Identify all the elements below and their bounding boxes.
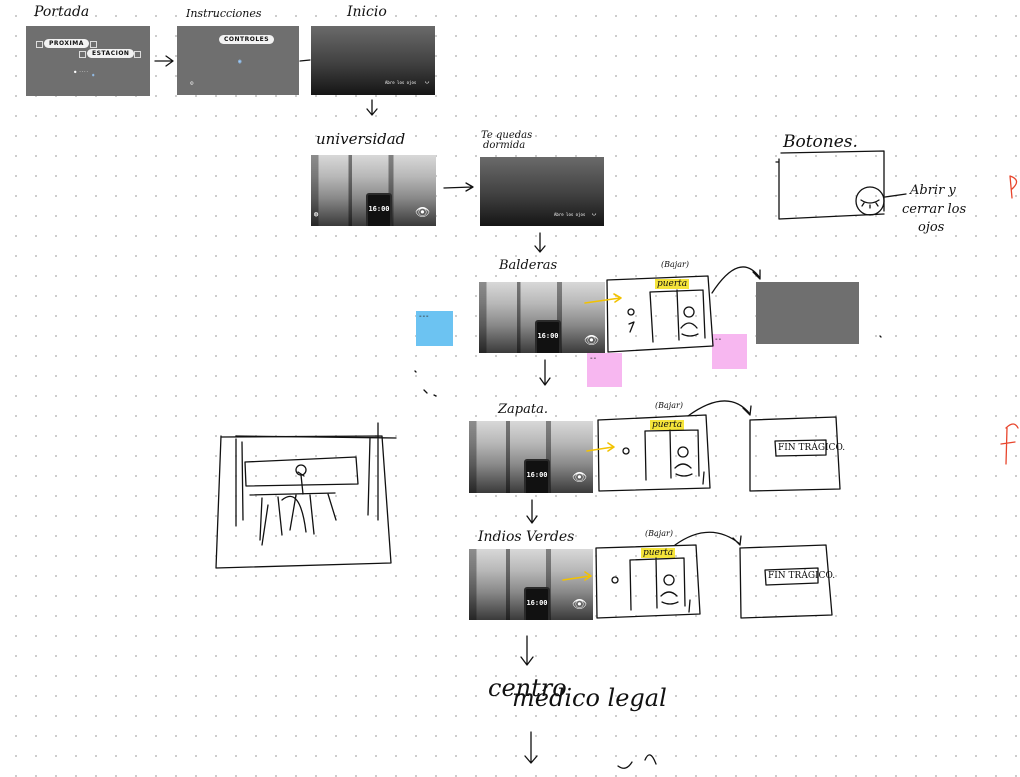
caption: Abre los ojos <box>385 80 417 85</box>
label-puerta-3: puerta <box>641 548 676 558</box>
dormida-frame[interactable]: Abre los ojos ◡ <box>480 157 604 226</box>
universidad-frame[interactable]: 16:00 👁 ◍ <box>311 155 436 226</box>
label-bajar-3: (Bajar) <box>645 529 673 538</box>
phone: 16:00 <box>366 193 392 226</box>
balderas-result-frame[interactable] <box>756 282 859 344</box>
eye-icon[interactable]: 👁 <box>584 333 600 347</box>
cursor-icon: ◉ <box>238 58 242 65</box>
label-cerrar: cerrar los <box>902 202 967 217</box>
label-balderas: Balderas <box>499 258 558 273</box>
label-ojos: ojos <box>918 220 945 235</box>
label-dormida: dormida <box>483 140 526 151</box>
label-inicio: Inicio <box>347 4 387 20</box>
caption: Abre los ojos <box>554 212 586 217</box>
sticky-note-blue: ≡ ≡ ≡ <box>416 311 453 346</box>
indios-verdes-frame[interactable]: 16:00 👁 <box>469 549 593 620</box>
label-te-quedas: Te quedas <box>481 130 533 141</box>
cursor-icon: ◉ <box>92 72 95 77</box>
phone-clock: 16:00 <box>537 332 559 340</box>
label-bajar-1: (Bajar) <box>661 260 689 269</box>
closed-eye-icon: ◡ <box>592 209 597 217</box>
label-instrucciones: Instrucciones <box>186 7 262 20</box>
eye-icon[interactable]: 👁 <box>415 205 431 219</box>
phone-clock: 16:00 <box>526 599 548 607</box>
label-portada: Portada <box>34 4 90 20</box>
label-fin-2: FIN TRÁGICO. <box>768 571 836 581</box>
label-universidad: universidad <box>316 130 406 148</box>
label-bajar-2: (Bajar) <box>655 401 683 410</box>
label-puerta-2: puerta <box>650 420 685 430</box>
menu-dots: ● ···· <box>74 69 89 74</box>
square-icon <box>36 41 43 48</box>
zapata-frame[interactable]: 16:00 👁 <box>469 421 593 493</box>
phone: 16:00 <box>524 587 550 620</box>
inicio-frame[interactable]: Abre los ojos ◡ <box>311 26 435 95</box>
closed-eye-icon: ◡ <box>425 77 430 85</box>
sticky-note-pink: ≡ ≡ <box>587 353 622 387</box>
square-icon <box>134 51 141 58</box>
estacion-pill: ESTACION <box>87 49 135 58</box>
label-indios-verdes: Indios Verdes <box>478 529 575 545</box>
square-icon <box>90 41 97 48</box>
controles-pill: CONTROLES <box>219 35 275 44</box>
label-puerta-1: puerta <box>655 279 690 289</box>
label-abrir: Abrir y <box>910 183 956 198</box>
balderas-frame[interactable]: 16:00 👁 <box>479 282 605 353</box>
sticky-note-pink: ≡ ≡ <box>712 334 747 369</box>
phone: 16:00 <box>535 320 561 353</box>
label-botones: Botones. <box>783 132 858 152</box>
proxima-pill: PROXIMA <box>44 39 89 48</box>
square-icon <box>79 51 86 58</box>
label-medico: médico legal <box>512 684 667 712</box>
label-zapata: Zapata. <box>498 402 548 417</box>
phone-clock: 16:00 <box>526 471 548 479</box>
instrucciones-frame[interactable]: CONTROLES ◉ ⊙ <box>177 26 299 95</box>
eye-icon[interactable]: 👁 <box>572 597 588 611</box>
phone: 16:00 <box>524 459 550 493</box>
portada-frame[interactable]: PROXIMA ESTACION ● ···· ◉ <box>26 26 150 96</box>
eye-icon[interactable]: 👁 <box>572 470 588 484</box>
back-icon: ⊙ <box>190 80 194 87</box>
phone-clock: 16:00 <box>368 205 390 213</box>
label-fin-1: FIN TRÁGICO. <box>778 443 846 453</box>
chat-icon: ◍ <box>314 210 319 218</box>
label-centro: centro <box>488 674 567 702</box>
